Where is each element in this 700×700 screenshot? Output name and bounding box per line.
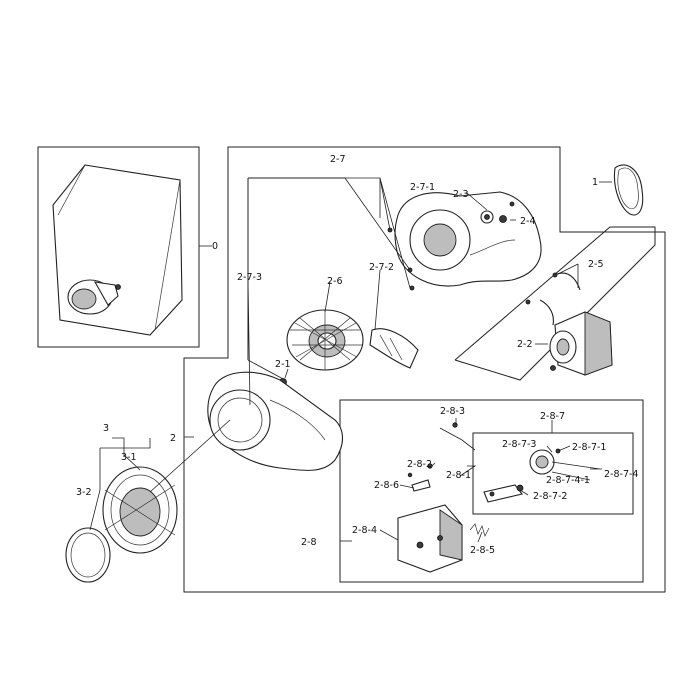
callout-1: 1	[592, 177, 598, 188]
leader-lines	[89, 177, 612, 543]
drive-motor	[549, 311, 613, 376]
callout-2-2: 2-2	[517, 339, 533, 350]
assembly-0-frame	[37, 146, 200, 348]
callout-2-3: 2-3	[453, 189, 469, 200]
callout-2-8-7: 2-8-7	[540, 411, 565, 422]
idler-bracket	[397, 504, 463, 573]
callout-2-8-1: 2-8-1	[446, 470, 471, 481]
callout-2-7-2: 2-7-2	[369, 262, 394, 273]
callout-3: 3	[103, 423, 109, 434]
motor-clamps	[525, 272, 581, 326]
callout-2-8-7-4-1: 2-8-7-4-1	[546, 475, 590, 486]
callout-2-5: 2-5	[588, 259, 604, 270]
motor-box-frame	[454, 226, 656, 381]
idler-pulley	[516, 448, 561, 492]
callout-2-8-7-1: 2-8-7-1	[572, 442, 606, 453]
duct-flap	[369, 328, 419, 369]
callout-2-8-7-2: 2-8-7-2	[533, 491, 567, 502]
cabinet-outline	[52, 164, 183, 336]
callout-2-8: 2-8	[301, 537, 317, 548]
callout-3-2: 3-2	[76, 487, 92, 498]
callout-2-8-3: 2-8-3	[440, 406, 465, 417]
subassembly-2-7-frame	[247, 177, 345, 360]
assembly-2-8-7-frame	[472, 432, 634, 515]
idler-spring	[469, 523, 490, 537]
callout-2-8-7-4: 2-8-7-4	[604, 469, 638, 480]
fan-housing-rear	[207, 371, 344, 471]
diagram-frames	[37, 146, 666, 593]
callout-2-8-7-3: 2-8-7-3	[502, 439, 536, 450]
callout-2-6: 2-6	[327, 276, 343, 287]
callout-2-1: 2-1	[275, 359, 291, 370]
callout-2: 2	[170, 433, 176, 444]
callout-2-8-6: 2-8-6	[374, 480, 399, 491]
callout-3-1: 3-1	[121, 452, 137, 463]
callout-2-8-4: 2-8-4	[352, 525, 377, 536]
callout-2-7-1: 2-7-1	[410, 182, 435, 193]
assembly-2-8-frame	[339, 399, 644, 583]
fan-housing-cover	[387, 191, 542, 291]
pulley-clip	[480, 201, 515, 224]
front-duct	[102, 466, 178, 554]
drum-motor-thumbnail	[67, 279, 121, 315]
callout-labels: 0 1 2 2-1 2-2 2-3 2-4 2-5 2-6 2-7 2-7-1 …	[76, 154, 638, 556]
callout-2-8-2: 2-8-2	[407, 459, 432, 470]
drive-belt	[613, 164, 644, 216]
idler-arm	[483, 484, 523, 503]
gasket	[65, 527, 111, 583]
assembly-2-frame	[183, 146, 666, 593]
callout-2-4: 2-4	[520, 216, 536, 227]
callout-2-7: 2-7	[330, 154, 346, 165]
callout-2-8-5: 2-8-5	[470, 545, 495, 556]
callout-2-7-3: 2-7-3	[237, 272, 262, 283]
assembly-0-overview	[52, 164, 183, 336]
blower-impeller	[286, 309, 364, 371]
callout-0: 0	[212, 241, 218, 252]
